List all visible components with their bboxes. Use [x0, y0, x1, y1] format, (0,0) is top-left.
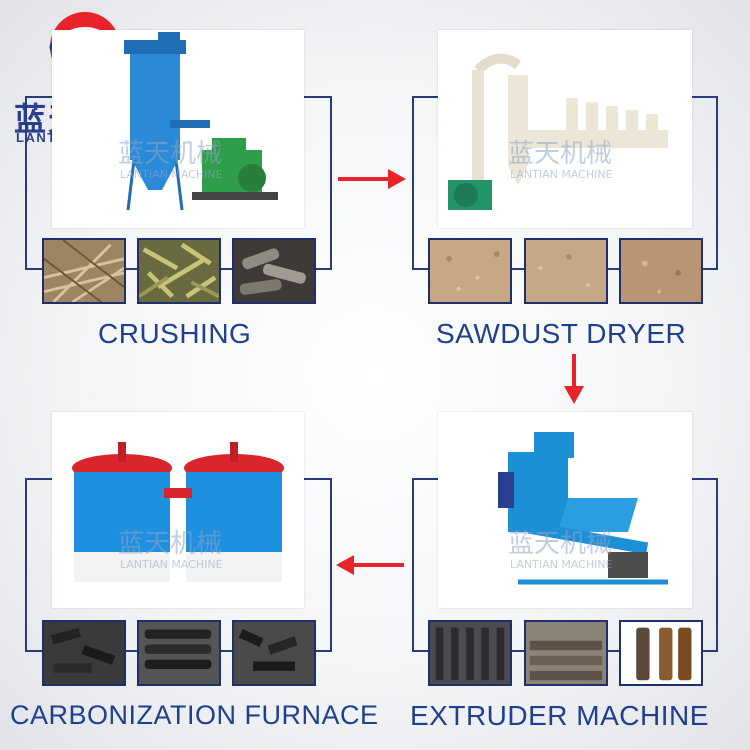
furnace-illustration — [52, 412, 304, 608]
flow-arrow-left — [334, 552, 406, 578]
thumbnail-briquette-stacks — [524, 620, 608, 686]
thumbnail-dry-straw — [42, 238, 126, 304]
stage-label-carbonization-furnace: CARBONIZATION FURNACE — [10, 700, 379, 731]
thumbnail-bamboo-pieces — [137, 238, 221, 304]
crusher-illustration — [52, 30, 304, 228]
thumbnail-sawdust-2 — [524, 238, 608, 304]
flow-arrow-down — [561, 352, 587, 406]
crushing-machine-image — [52, 30, 304, 228]
thumbnail-wood-logs — [232, 238, 316, 304]
stage-label-crushing: CRUSHING — [98, 318, 251, 350]
stage-label-sawdust-dryer: SAWDUST DRYER — [436, 318, 686, 350]
arrow-down-icon — [561, 352, 587, 406]
thumbnail-sawdust-1 — [428, 238, 512, 304]
thumbnail-sawdust-3 — [619, 238, 703, 304]
sawdust-dryer-image — [438, 30, 692, 228]
extruder-machine-image — [438, 412, 692, 608]
thumbnail-charcoal-sticks — [137, 620, 221, 686]
arrow-left-icon — [334, 552, 406, 578]
dryer-illustration — [438, 30, 692, 228]
thumbnail-briquette-sticks — [619, 620, 703, 686]
arrow-right-icon — [336, 166, 408, 192]
thumbnail-charcoal-pile — [42, 620, 126, 686]
stage-label-extruder-machine: EXTRUDER MACHINE — [410, 700, 709, 732]
carbonization-furnace-image — [52, 412, 304, 608]
flow-arrow-right — [336, 166, 408, 192]
extruder-illustration — [438, 412, 692, 608]
thumbnail-charcoal-bin — [232, 620, 316, 686]
thumbnail-briquette-racks — [428, 620, 512, 686]
